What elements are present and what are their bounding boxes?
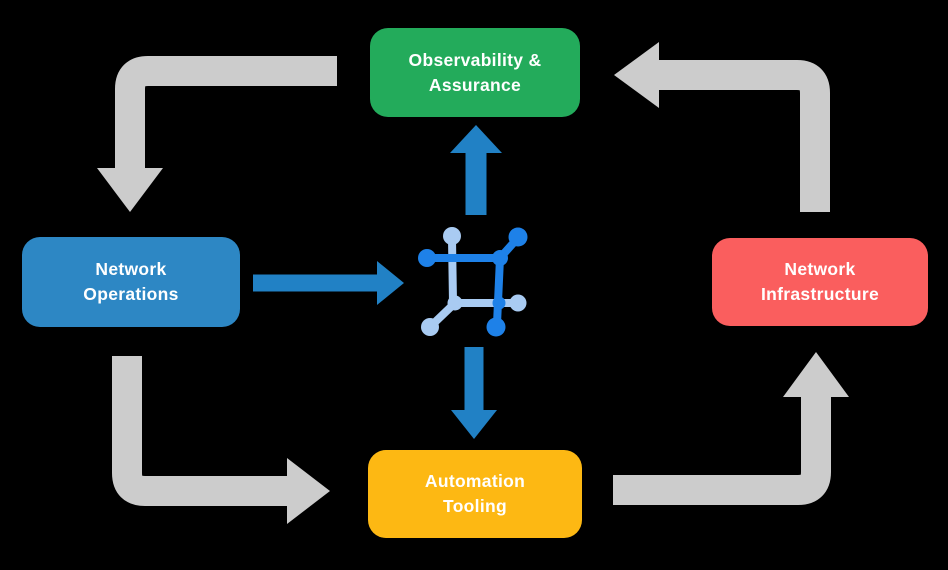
- node-network-infrastructure: Network Infrastructure: [712, 238, 928, 326]
- icon-left-edge: [448, 235, 457, 306]
- flow-arrowhead-right-icon: [377, 261, 404, 305]
- cycle-arrow-observability-to-operations: [97, 56, 337, 212]
- flow-arrowhead-up-icon: [450, 125, 502, 153]
- cycle-arrowhead-up-icon: [783, 352, 849, 397]
- node-label-line: Assurance: [428, 74, 522, 95]
- icon-right-edge: [493, 254, 504, 328]
- cycle-arrow-automation-to-infrastructure: [613, 352, 849, 505]
- cycle-arrow-shaft: [659, 60, 830, 212]
- node-label-line: Network: [784, 259, 856, 280]
- flow-arrowhead-down-icon: [451, 410, 497, 439]
- icon-bottom-left-junction: [447, 295, 463, 311]
- node-observability-assurance: Observability & Assurance: [370, 28, 580, 117]
- icon-top-node: [443, 227, 461, 245]
- node-network-operations: Network Operations: [22, 237, 240, 327]
- icon-top-right-junction: [492, 250, 508, 266]
- cycle-arrowhead-down-icon: [97, 168, 163, 212]
- cycle-arrow-shaft: [613, 397, 831, 505]
- cycle-arrow-operations-to-automation: [112, 356, 330, 524]
- node-label-line: Infrastructure: [761, 284, 879, 304]
- node-automation-tooling: Automation Tooling: [368, 450, 582, 538]
- icon-bottom-right-junction: [492, 296, 506, 310]
- flow-arrow-center-to-observability: [450, 125, 502, 215]
- cycle-arrowhead-right-icon: [287, 458, 330, 524]
- icon-left-node: [418, 249, 436, 267]
- cycle-arrow-shaft: [115, 56, 337, 170]
- node-label-line: Network: [95, 259, 167, 280]
- icon-top-right-node: [508, 227, 528, 247]
- cycle-arrow-infrastructure-to-observability: [614, 42, 830, 212]
- node-label-line: Operations: [83, 284, 179, 304]
- icon-right-node: [509, 294, 527, 312]
- cycle-arrowhead-left-icon: [614, 42, 659, 108]
- node-label-line: Tooling: [443, 496, 507, 516]
- node-label-line: Observability &: [408, 49, 542, 70]
- network-automation-icon: [418, 227, 528, 337]
- flow-arrow-operations-to-center: [253, 261, 404, 305]
- icon-bottom-left-node: [421, 318, 439, 336]
- node-label-line: Automation: [424, 471, 526, 492]
- cycle-arrow-shaft: [112, 356, 287, 506]
- icon-bottom-node: [486, 317, 506, 337]
- flow-arrow-center-to-automation: [451, 347, 497, 439]
